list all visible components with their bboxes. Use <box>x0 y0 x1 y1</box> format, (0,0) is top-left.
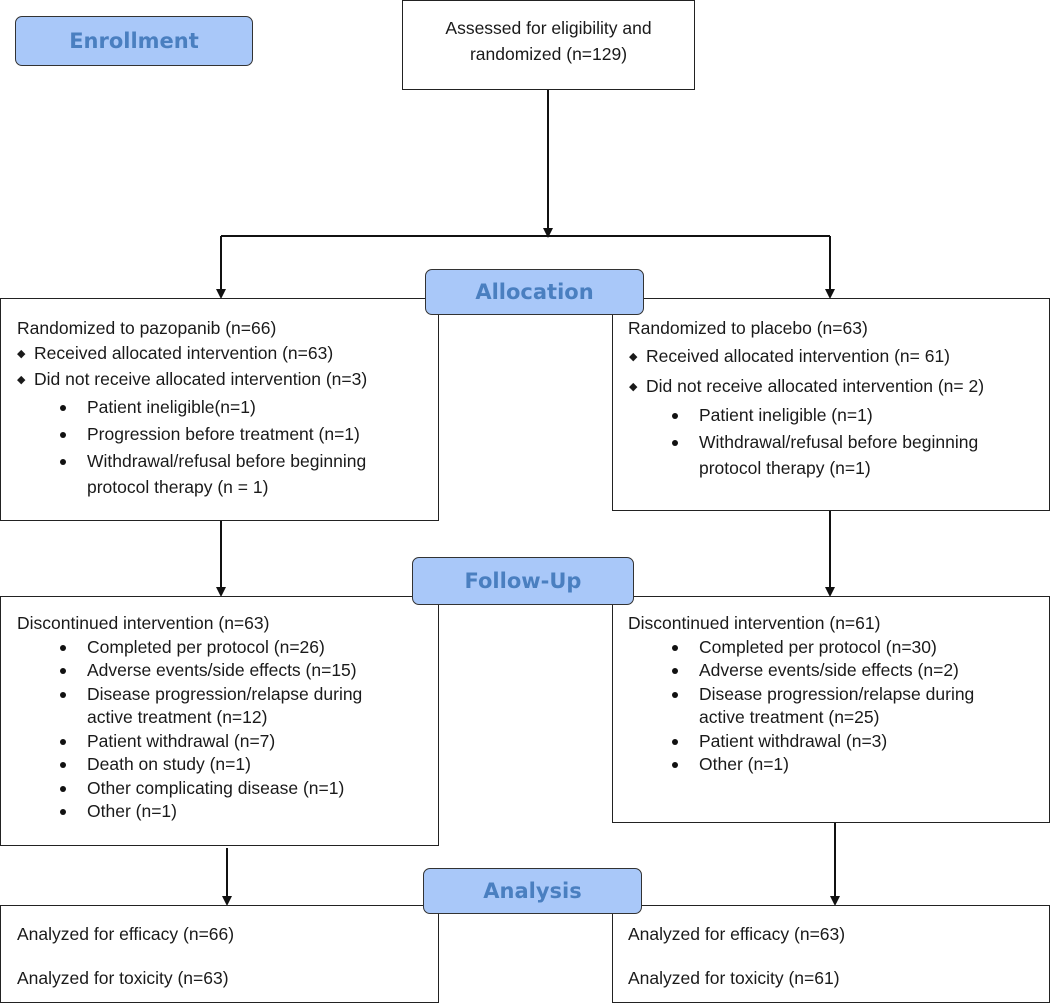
stage-enrollment-label: Enrollment <box>69 29 199 53</box>
bullet-dot-icon <box>60 762 66 768</box>
left-alloc-item: Progression before treatment (n=1) <box>87 424 360 444</box>
diamond-bullet-icon: ◆ <box>17 374 26 386</box>
stage-analysis-label: Analysis <box>483 879 582 903</box>
right-followup-item: Adverse events/side effects (n=2) <box>699 660 959 680</box>
bullet-dot-icon <box>672 692 678 698</box>
stage-enrollment: Enrollment <box>15 16 253 66</box>
bullet-dot-icon <box>60 739 66 745</box>
right-followup-box: Discontinued intervention (n=61) Complet… <box>612 596 1050 823</box>
left-allocation-box: Randomized to pazopanib (n=66) ◆ Receive… <box>0 298 439 521</box>
right-followup-item: active treatment (n=25) <box>699 707 880 727</box>
bullet-dot-icon <box>60 645 66 651</box>
left-followup-item: Other (n=1) <box>87 801 177 821</box>
left-followup-item: active treatment (n=12) <box>87 707 268 727</box>
right-followup-item: Other (n=1) <box>699 754 789 774</box>
right-alloc-title: Randomized to placebo (n=63) <box>628 318 868 338</box>
bullet-dot-icon <box>672 413 678 419</box>
bullet-dot-icon <box>60 809 66 815</box>
left-alloc-item: protocol therapy (n = 1) <box>87 477 269 497</box>
right-analysis-toxicity: Analyzed for toxicity (n=61) <box>628 968 840 988</box>
bullet-dot-icon <box>60 692 66 698</box>
right-alloc-item: Patient ineligible (n=1) <box>699 405 873 425</box>
left-analysis-efficacy: Analyzed for efficacy (n=66) <box>17 924 235 944</box>
left-followup-item: Adverse events/side effects (n=15) <box>87 660 357 680</box>
left-followup-item: Disease progression/relapse during <box>87 684 363 704</box>
left-followup-item: Death on study (n=1) <box>87 754 251 774</box>
bullet-dot-icon <box>672 668 678 674</box>
right-followup-title: Discontinued intervention (n=61) <box>628 613 881 633</box>
right-alloc-item: Withdrawal/refusal before beginning <box>699 432 979 452</box>
left-followup-box: Discontinued intervention (n=63) Complet… <box>0 596 439 846</box>
assessed-line-1: Assessed for eligibility and <box>445 18 652 38</box>
assessed-line-2: randomized (n=129) <box>469 44 628 64</box>
left-followup-title: Discontinued intervention (n=63) <box>17 613 270 633</box>
bullet-dot-icon <box>672 440 678 446</box>
stage-followup-label: Follow-Up <box>464 569 582 593</box>
left-alloc-item: Withdrawal/refusal before beginning <box>87 451 367 471</box>
bullet-dot-icon <box>60 459 66 465</box>
diamond-bullet-icon: ◆ <box>17 348 26 360</box>
bullet-dot-icon <box>60 432 66 438</box>
diamond-bullet-icon: ◆ <box>629 381 638 393</box>
left-alloc-item: Patient ineligible(n=1) <box>87 397 256 417</box>
stage-analysis: Analysis <box>423 868 642 914</box>
assessed-box: Assessed for eligibility and randomized … <box>402 0 695 90</box>
left-analysis-box: Analyzed for efficacy (n=66) Analyzed fo… <box>0 905 439 1003</box>
left-followup-item: Other complicating disease (n=1) <box>87 778 345 798</box>
bullet-dot-icon <box>672 645 678 651</box>
bullet-dot-icon <box>60 405 66 411</box>
left-followup-item: Patient withdrawal (n=7) <box>87 731 276 751</box>
left-alloc-received: Received allocated intervention (n=63) <box>34 343 334 363</box>
right-alloc-item: protocol therapy (n=1) <box>699 458 871 478</box>
left-followup-item: Completed per protocol (n=26) <box>87 637 325 657</box>
diamond-bullet-icon: ◆ <box>629 351 638 363</box>
bullet-dot-icon <box>60 668 66 674</box>
right-analysis-efficacy: Analyzed for efficacy (n=63) <box>628 924 846 944</box>
right-followup-item: Completed per protocol (n=30) <box>699 637 937 657</box>
right-alloc-received: Received allocated intervention (n= 61) <box>646 346 951 366</box>
stage-followup: Follow-Up <box>412 557 634 605</box>
bullet-dot-icon <box>672 739 678 745</box>
bullet-dot-icon <box>672 762 678 768</box>
left-alloc-not-received: Did not receive allocated intervention (… <box>34 369 368 389</box>
right-followup-item: Disease progression/relapse during <box>699 684 975 704</box>
right-alloc-not-received: Did not receive allocated intervention (… <box>646 376 985 396</box>
stage-allocation: Allocation <box>425 269 644 315</box>
right-followup-item: Patient withdrawal (n=3) <box>699 731 888 751</box>
stage-allocation-label: Allocation <box>475 280 594 304</box>
bullet-dot-icon <box>60 786 66 792</box>
right-analysis-box: Analyzed for efficacy (n=63) Analyzed fo… <box>612 905 1050 1003</box>
left-analysis-toxicity: Analyzed for toxicity (n=63) <box>17 968 229 988</box>
right-allocation-box: Randomized to placebo (n=63) ◆ Received … <box>612 298 1050 511</box>
left-alloc-title: Randomized to pazopanib (n=66) <box>17 318 277 338</box>
